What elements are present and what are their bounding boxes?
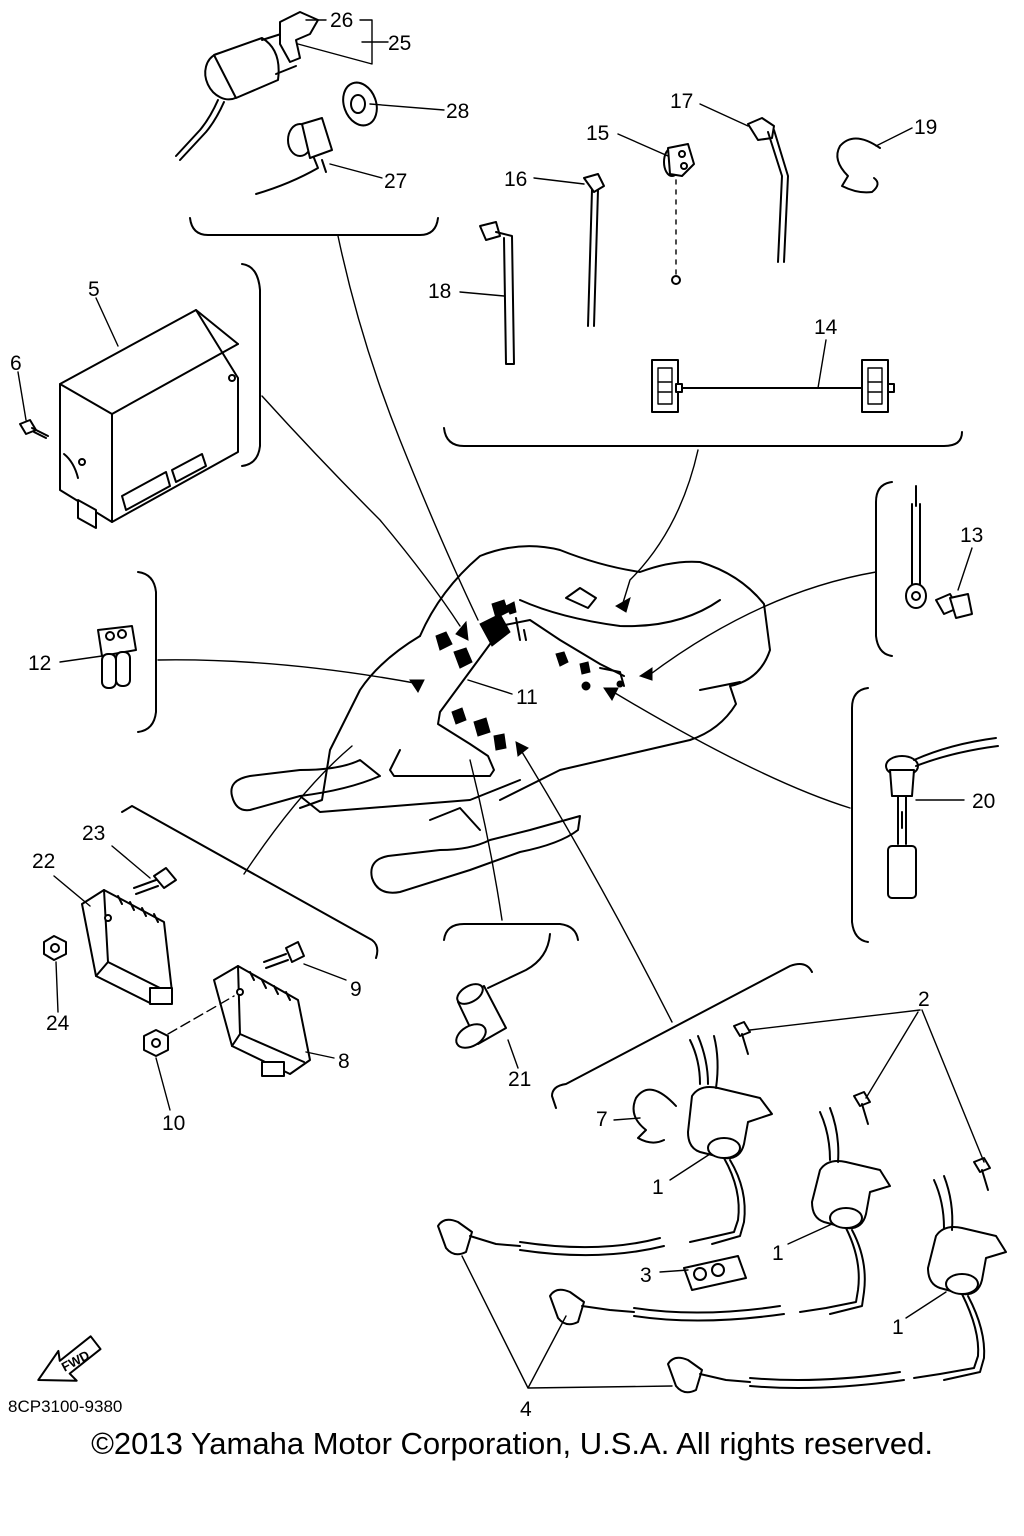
callout-5: 5: [88, 278, 100, 301]
callout-3: 3: [640, 1264, 652, 1287]
ecu-group: [17, 263, 261, 529]
callout-7: 7: [596, 1108, 608, 1131]
callout-8: 8: [338, 1050, 350, 1073]
condenser-21: [443, 923, 579, 1069]
callout-4: 4: [520, 1398, 532, 1421]
callout-22: 22: [32, 850, 55, 873]
ground-strap-group: [875, 481, 973, 657]
callout-28: 28: [446, 100, 469, 123]
callout-1: 1: [652, 1176, 664, 1199]
fwd-arrow-icon: FWD: [37, 1335, 102, 1382]
key-switch-group: [175, 11, 445, 236]
callout-13: 13: [960, 524, 983, 547]
callout-1: 1: [892, 1316, 904, 1339]
ignition-coil-group: [437, 963, 1007, 1394]
diagram-code: 8CP3100-9380: [8, 1397, 122, 1416]
callout-9: 9: [350, 978, 362, 1001]
callout-27: 27: [384, 170, 407, 193]
callout-2: 2: [918, 988, 930, 1011]
callout-14: 14: [814, 316, 838, 339]
sensor-20: [851, 687, 999, 943]
reference-leaders: [157, 235, 877, 1023]
callout-10: 10: [162, 1112, 185, 1135]
callout-19: 19: [914, 116, 937, 139]
callout-24: 24: [46, 1012, 70, 1035]
connector-12: [59, 571, 157, 733]
harness-clips-group: [443, 103, 963, 447]
regulator-group: [43, 805, 379, 1111]
callout-17: 17: [670, 90, 693, 113]
callout-1: 1: [772, 1242, 784, 1265]
callout-16: 16: [504, 168, 527, 191]
copyright-notice: ©2013 Yamaha Motor Corporation, U.S.A. A…: [91, 1426, 933, 1461]
callout-18: 18: [428, 280, 451, 303]
callout-20: 20: [972, 790, 995, 813]
callout-6: 6: [10, 352, 22, 375]
callout-12: 12: [28, 652, 51, 675]
callout-11: 11: [516, 686, 538, 709]
callout-numbers: 1 1 1 2 3 4 5 6 7 8 9 10 11 12 13 14 15 …: [10, 9, 995, 1421]
callout-23: 23: [82, 822, 105, 845]
fwd-label: FWD: [59, 1347, 92, 1374]
callout-25: 25: [388, 32, 411, 55]
snowmobile-body: [230, 545, 771, 894]
callout-21: 21: [508, 1068, 531, 1091]
callout-15: 15: [586, 122, 609, 145]
callout-26: 26: [330, 9, 353, 32]
